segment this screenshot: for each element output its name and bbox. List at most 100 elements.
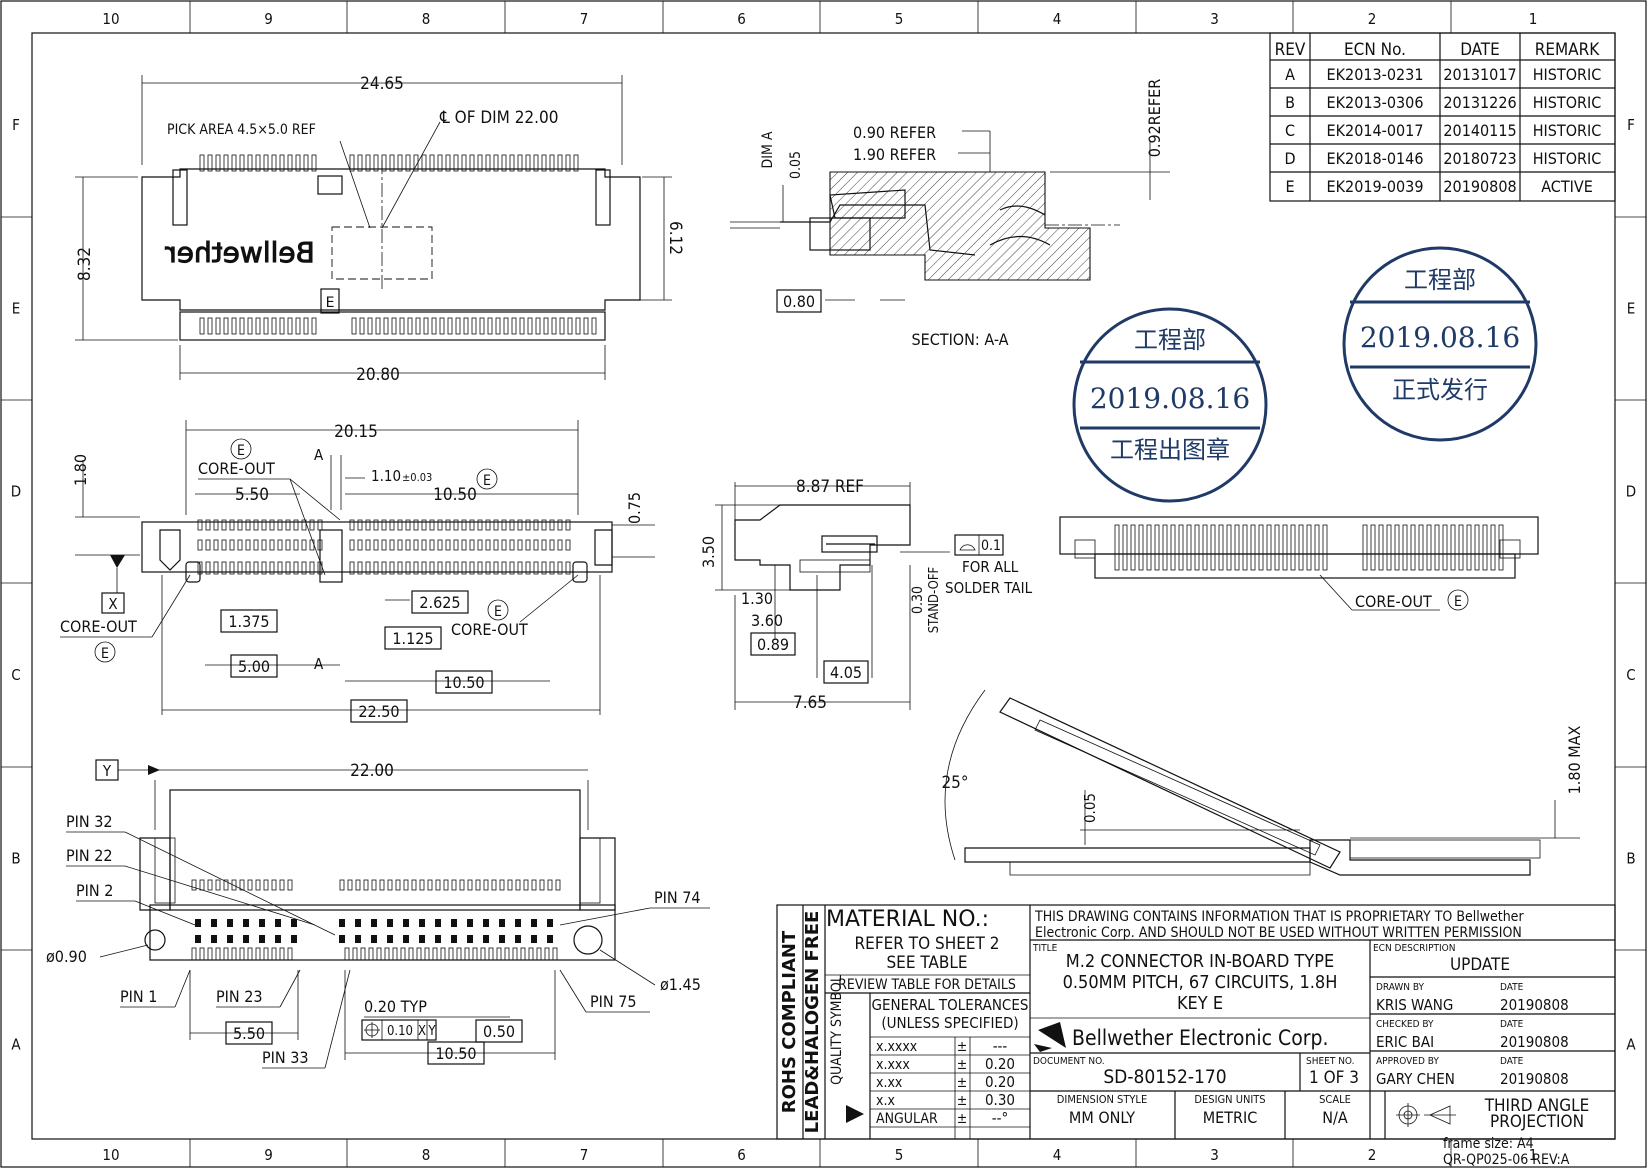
contact-pin [1130, 524, 1136, 571]
contact-pin [469, 561, 475, 575]
contact-pin [1242, 524, 1248, 571]
contact-pin [349, 519, 355, 531]
rev-table-header: DATE [1460, 40, 1500, 60]
footprint-pad [427, 879, 433, 891]
contact-pin [429, 539, 435, 551]
footprint-pad [247, 879, 253, 891]
lead-halogen-label: LEAD&HALOGEN FREE [802, 911, 823, 1134]
footprint-pad [539, 879, 545, 891]
footprint-pad [464, 947, 470, 961]
contact-pin [317, 519, 323, 531]
contact-pin [309, 539, 315, 551]
footprint-pad [547, 879, 553, 891]
contact-pin [245, 561, 251, 575]
contact-pin [1186, 524, 1192, 571]
footprint-hole [291, 919, 297, 927]
contact-pin [535, 317, 541, 335]
contact-pin [197, 539, 203, 551]
company-name: Bellwether Electronic Corp. [1072, 1026, 1329, 1050]
contact-pin [455, 317, 461, 335]
stamp-2-top: 工程部 [1404, 266, 1476, 294]
footprint-pad [287, 947, 293, 961]
contact-pin [1298, 524, 1304, 571]
contact-pin [557, 154, 563, 172]
footprint-pad [255, 947, 261, 961]
dim-0-89: 0.89 [757, 635, 789, 654]
contact-pin [357, 561, 363, 575]
contact-pin [413, 519, 419, 531]
contact-pin [237, 561, 243, 575]
contact-pin [421, 539, 427, 551]
contact-pin [205, 561, 211, 575]
contact-pin [293, 561, 299, 575]
contact-pin [381, 561, 387, 575]
zone-col-top: 3 [1210, 10, 1219, 28]
footprint-pad [379, 879, 385, 891]
footprint-pad [392, 947, 398, 961]
stamp-1-date: 2019.08.16 [1090, 382, 1250, 415]
checked-date-label: DATE [1500, 1019, 1524, 1030]
title-label: TITLE [1032, 943, 1058, 954]
contact-pin [287, 317, 293, 335]
contact-pin [285, 519, 291, 531]
rev-table-cell: EK2019-0039 [1327, 177, 1424, 196]
key-letter: E [326, 295, 335, 311]
contact-pin [407, 317, 413, 335]
footprint-pad [360, 947, 366, 961]
dim-20-80: 20.80 [356, 365, 400, 385]
contact-pin [1442, 524, 1448, 571]
contact-pin [381, 539, 387, 551]
pin-75-label: PIN 75 [590, 992, 637, 1011]
footprint-pad [416, 947, 422, 961]
contact-pin [509, 539, 515, 551]
contact-pin [1138, 524, 1144, 571]
contact-pin [311, 317, 317, 335]
datum-y: Y [102, 762, 112, 780]
footprint-pad [419, 879, 425, 891]
contact-pin [485, 154, 491, 172]
datum-x: X [108, 595, 117, 613]
contact-pin [583, 317, 589, 335]
contact-pin [199, 317, 205, 335]
contact-pin [277, 539, 283, 551]
footprint-pad [263, 879, 269, 891]
contact-pin [245, 519, 251, 531]
footprint-hole [531, 919, 537, 927]
dim-3-60: 3.60 [751, 611, 783, 630]
contact-pin [495, 317, 501, 335]
contact-pin [245, 539, 251, 551]
tol-format: x.xx [876, 1075, 903, 1091]
contact-pin [365, 154, 371, 172]
tol-format: x.x [876, 1093, 895, 1109]
contact-pin [1114, 524, 1120, 571]
contact-pin [1250, 524, 1256, 571]
contact-pin [423, 317, 429, 335]
footprint-hole [259, 919, 265, 927]
footprint-hole [419, 919, 425, 927]
solder-note-2: SOLDER TAIL [945, 579, 1033, 597]
contact-pin [237, 519, 243, 531]
dim-a-label: DIM A [760, 131, 776, 168]
contact-pin [1154, 524, 1160, 571]
rev-table-header: ECN No. [1344, 40, 1406, 60]
contact-pin [1306, 524, 1312, 571]
footprint-pad [223, 947, 229, 961]
contact-pin [365, 519, 371, 531]
contact-pin [469, 539, 475, 551]
contact-pin [397, 519, 403, 531]
footprint-pad [544, 947, 550, 961]
contact-pin [549, 539, 555, 551]
contact-pin [501, 519, 507, 531]
contact-pin [565, 154, 571, 172]
dim-1-375: 1.375 [228, 612, 269, 631]
contact-pin [357, 154, 363, 172]
approval-stamp-1: 工程部 2019.08.16 工程出图章 [1072, 307, 1268, 503]
contact-pin [453, 539, 459, 551]
contact-pin [351, 317, 357, 335]
contact-pin [477, 539, 483, 551]
dim-8-87-ref: 8.87 REF [796, 477, 864, 497]
contact-pin [509, 561, 515, 575]
footprint-hole [355, 935, 361, 943]
contact-pin [1162, 524, 1168, 571]
